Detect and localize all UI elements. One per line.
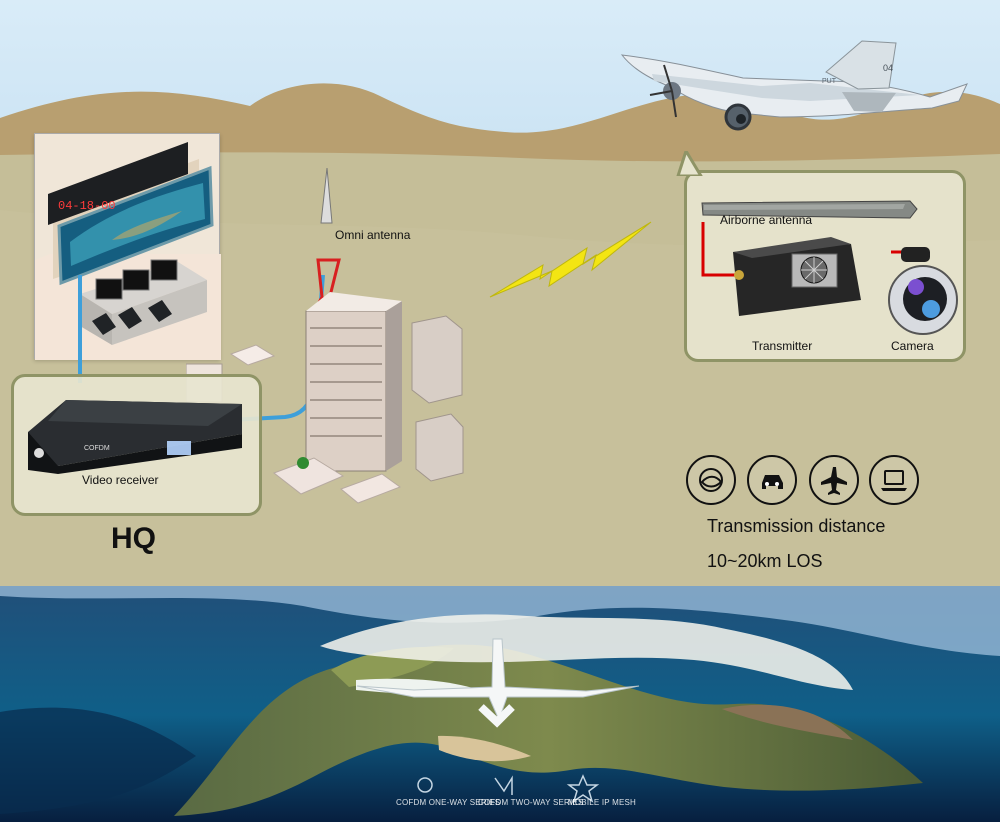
svg-text:COFDM: COFDM <box>84 445 110 452</box>
video-receiver-device: COFDM <box>28 400 242 474</box>
svg-text:PUT: PUT <box>822 78 837 85</box>
car-icon <box>747 455 797 505</box>
brand-series-mesh: MOBILE IP MESH <box>568 798 637 807</box>
airborne-antenna-image <box>701 200 918 219</box>
svg-text:04-18-00: 04-18-00 <box>58 199 116 213</box>
airplane-icon <box>809 455 859 505</box>
camera-label: Camera <box>891 339 934 353</box>
brand-series-two-way: COFDM TWO-WAY SERIES <box>478 798 584 807</box>
laptop-icon <box>869 455 919 505</box>
uav-aircraft: 04 PUT <box>620 40 968 131</box>
airborne-antenna-label: Airborne antenna <box>720 213 813 227</box>
video-receiver-panel: COFDM Video receiver <box>11 374 262 516</box>
transmission-range-label: 10~20km LOS <box>707 551 823 571</box>
video-receiver-label: Video receiver <box>82 473 159 487</box>
airborne-equipment-panel: Airborne antenna Transmitter Camera <box>676 151 966 362</box>
wireless-link-lightning <box>489 221 652 298</box>
omni-antenna-label: Omni antenna <box>335 228 411 242</box>
svg-text:04: 04 <box>883 63 893 73</box>
panel-callout-pointer <box>676 151 703 176</box>
city-and-antenna-illustration <box>186 167 464 504</box>
brand-series-one-way: COFDM ONE-WAY SERIES <box>396 798 501 807</box>
hq-label: HQ <box>111 522 156 555</box>
ship-icon <box>686 455 736 505</box>
transmission-distance-label: Transmission distance <box>707 516 886 536</box>
coastal-aerial-photo <box>0 586 1000 822</box>
transmitter-label: Transmitter <box>752 339 813 353</box>
gimbal-camera-image <box>888 247 958 335</box>
transmitter-image <box>701 222 861 316</box>
